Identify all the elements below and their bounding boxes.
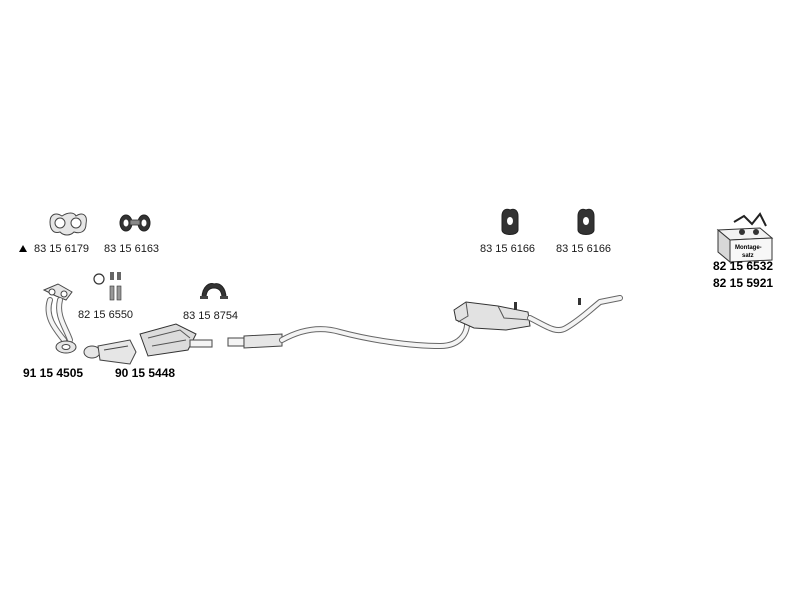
- mounting-kit-part-number-2: 82 15 5921: [713, 276, 773, 290]
- gasket-icon: [49, 212, 87, 236]
- tail-pipe: [527, 295, 623, 334]
- front-pipe-part-number: 91 15 4505: [23, 366, 83, 380]
- mounting-kit-box-text-2: satz: [742, 253, 754, 259]
- mounting-kit-box-text-1: Montage-: [735, 245, 762, 251]
- front-pipe-icon: [42, 283, 77, 354]
- gasket-part-number: 83 15 6179: [34, 243, 89, 255]
- rubber-mount-icon: [119, 214, 151, 232]
- mounting-kit-box-icon: Montage- satz: [716, 212, 774, 264]
- clamp-icon: [200, 283, 228, 299]
- catalyst-part-number: 90 15 5448: [115, 366, 175, 380]
- rubber-mount-part-number-b: 83 15 6166: [480, 243, 535, 255]
- catalyst-icon: [83, 323, 213, 365]
- rubber-mount-icon: [501, 208, 519, 235]
- resonator-icon: [227, 333, 283, 349]
- rear-muffler-icon: [453, 301, 531, 331]
- rubber-mount-part-number-a: 83 15 6163: [104, 243, 159, 255]
- clamp-part-number: 83 15 8754: [183, 310, 238, 322]
- bolt-kit-icon: [93, 272, 122, 301]
- bolt-kit-part-number: 82 15 6550: [78, 309, 133, 321]
- mounting-kit-part-number-1: 82 15 6532: [713, 259, 773, 273]
- middle-pipe: [279, 315, 470, 349]
- rubber-mount-icon: [577, 208, 595, 235]
- rubber-mount-part-number-c: 83 15 6166: [556, 243, 611, 255]
- warning-triangle-icon: [19, 245, 27, 252]
